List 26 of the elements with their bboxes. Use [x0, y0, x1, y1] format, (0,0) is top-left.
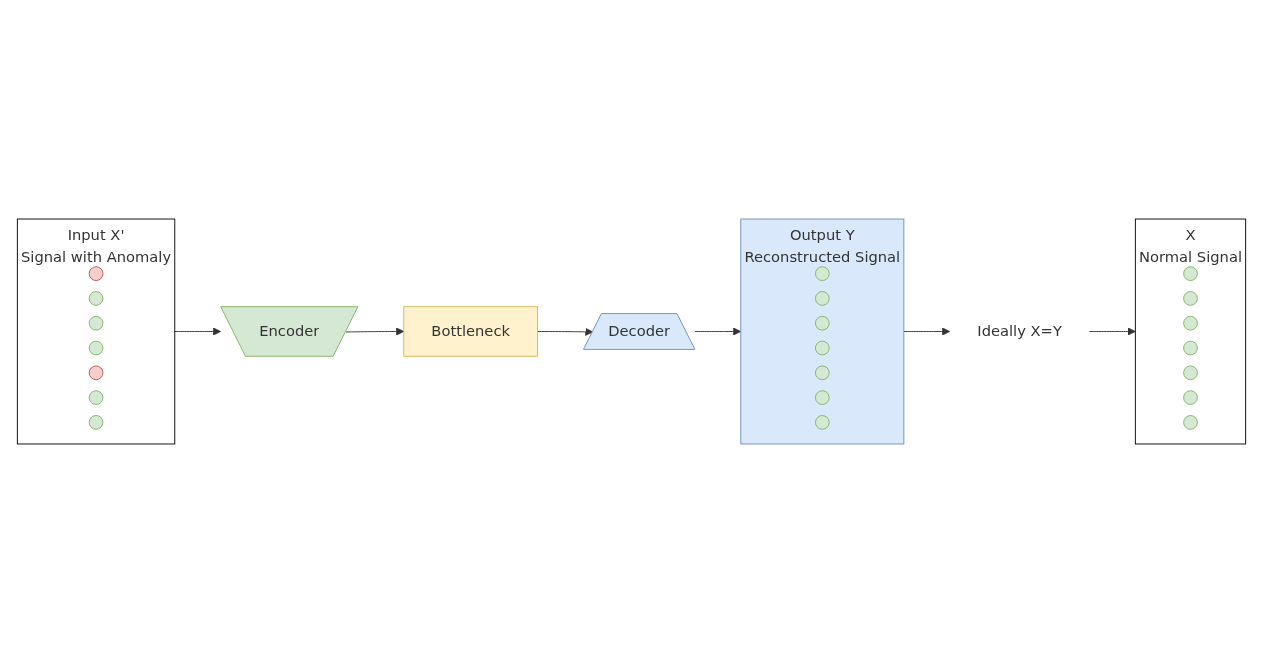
- node-circle: [1183, 315, 1198, 331]
- node-label: Normal Signal: [1139, 248, 1242, 266]
- node-circle: [88, 266, 104, 281]
- node-circle: [814, 415, 830, 430]
- node-circle: [1183, 266, 1198, 281]
- node-circle: [814, 315, 830, 331]
- node-text: Ideally X=Y: [977, 322, 1062, 340]
- node-circle: [1183, 415, 1198, 430]
- node-circle: [88, 340, 104, 356]
- node-circle: [88, 390, 104, 405]
- node-circle: [814, 266, 830, 281]
- node-circle: [814, 340, 830, 356]
- node-circle: [1183, 291, 1198, 306]
- node-circle: [88, 415, 104, 430]
- node-circle: [1183, 340, 1198, 356]
- node-circle: [1183, 390, 1198, 405]
- node-label: Signal with Anomaly: [21, 248, 172, 266]
- node-circle: [1183, 365, 1198, 381]
- node-circle: [814, 390, 830, 405]
- node-circle: [814, 365, 830, 381]
- node-circle: [88, 291, 104, 306]
- node-circle: [88, 365, 104, 381]
- node-circle: [88, 315, 104, 331]
- node-circle: [814, 291, 830, 306]
- node-box: Bottleneck: [403, 306, 538, 357]
- node-label: Reconstructed Signal: [744, 248, 901, 266]
